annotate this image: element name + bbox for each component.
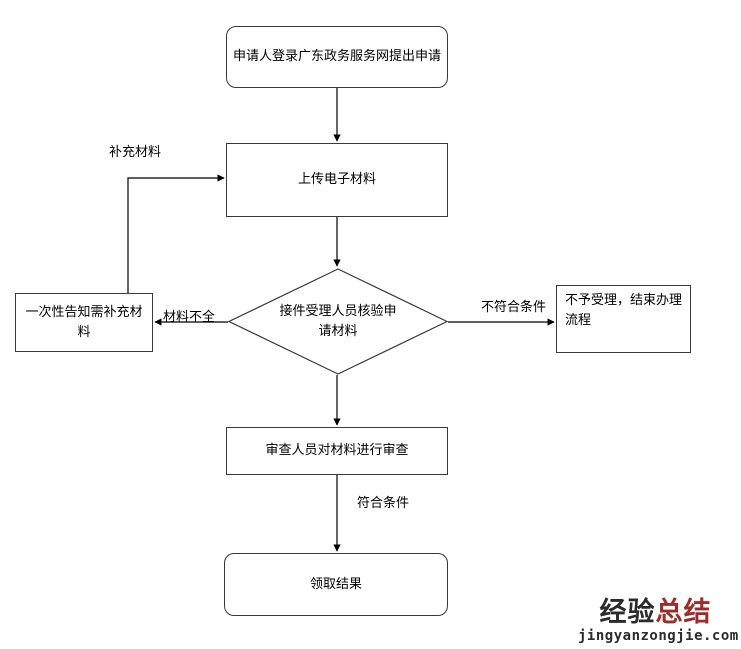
diamond-shape	[227, 268, 449, 375]
node-apply[interactable]: 申请人登录广东政务服务网提出申请	[226, 26, 448, 88]
watermark-domain: jingyanzongjie.com	[578, 628, 739, 644]
edge-label-incomplete: 材料不全	[163, 310, 216, 325]
node-apply-label: 申请人登录广东政务服务网提出申请	[233, 49, 442, 64]
edge-label-supplement: 补充材料	[109, 145, 162, 160]
edge-notify-to-upload	[127, 174, 225, 293]
node-reject-label: 不予受理，结束办理流程	[565, 293, 683, 328]
node-result[interactable]: 领取结果	[224, 553, 448, 616]
edge-label-qualified: 符合条件	[357, 496, 410, 511]
edge-label-not-qualified: 不符合条件	[481, 300, 547, 315]
node-verify[interactable]: 接件受理人员核验申请材料	[227, 268, 449, 375]
node-upload[interactable]: 上传电子材料	[226, 143, 448, 217]
node-review-label: 审查人员对材料进行审查	[265, 443, 409, 458]
watermark: 经验总结 jingyanzongjie.com	[578, 598, 739, 645]
watermark-title-dark: 经验	[599, 597, 656, 628]
node-verify-label-wrap: 接件受理人员核验申请材料	[228, 268, 448, 375]
node-review[interactable]: 审查人员对材料进行审查	[226, 427, 448, 475]
node-notify-label: 一次性告知需补充材料	[25, 304, 143, 340]
watermark-title: 经验总结	[578, 598, 733, 628]
node-notify[interactable]: 一次性告知需补充材料	[15, 293, 153, 352]
node-result-label: 领取结果	[309, 576, 362, 592]
node-reject[interactable]: 不予受理，结束办理流程	[556, 285, 691, 353]
node-upload-label: 上传电子材料	[297, 172, 376, 187]
node-verify-label: 接件受理人员核验申请材料	[279, 303, 397, 339]
watermark-title-red: 总结	[655, 597, 712, 628]
